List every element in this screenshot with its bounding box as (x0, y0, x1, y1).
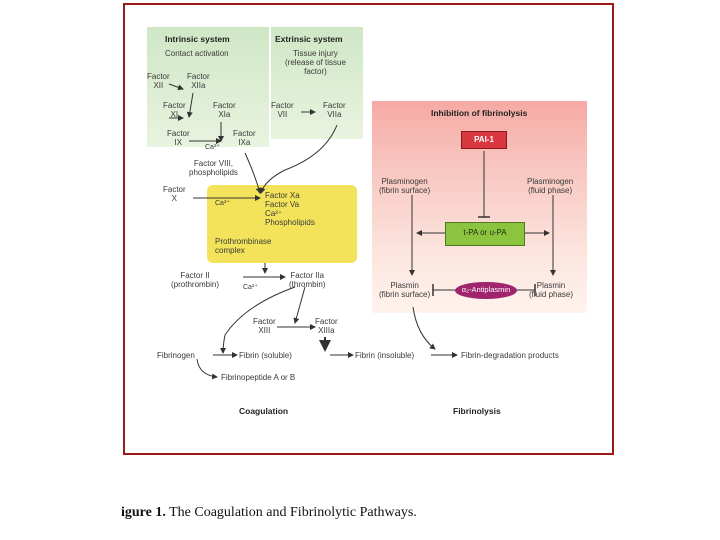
extrinsic-panel (271, 27, 363, 139)
plasmin-fluid-phase: Plasmin (fluid phase) (529, 281, 574, 299)
extrinsic-subtitle: Tissue injury (release of tissue factor) (285, 49, 346, 76)
caption-label: igure 1. (121, 505, 166, 520)
arrow-plasmin-degradation (412, 306, 436, 350)
factor-viia: Factor VIIa (323, 101, 346, 119)
arrow-fibrinogen-peptide (196, 358, 218, 380)
factor-xiiia: Factor XIIIa (315, 317, 338, 335)
factor-vii: Factor VII (271, 101, 294, 119)
intrinsic-panel (147, 27, 269, 147)
coagulation-label: Coagulation (239, 406, 289, 416)
fibrin-soluble: Fibrin (soluble) (239, 351, 292, 360)
plasminogen-fluid-phase: Plasminogen (fluid phase) (527, 177, 574, 195)
caption-text: The Coagulation and Fibrinolytic Pathway… (165, 505, 417, 520)
fibrinogen: Fibrinogen (157, 351, 195, 360)
arrow-iia-xiii (293, 286, 306, 324)
fibrinolysis-inhibition-title: Inhibition of fibrinolysis (431, 108, 528, 118)
arrow-viia-x (259, 124, 338, 194)
arrow-xiia-xi (186, 92, 194, 118)
factor-xiii: Factor XIII (253, 317, 276, 335)
factor-ii: Factor II (prothrombin) (171, 271, 220, 289)
plasminogen-fibrin-surface: Plasminogen (fibrin surface) (379, 177, 431, 195)
arrow-xii-xiia (168, 83, 184, 91)
complex-components: Factor Xa Factor Va Ca²⁺ Phospholipids (265, 191, 315, 227)
fibrinolysis-pill (425, 397, 535, 425)
factor-xi: Factor XI (163, 101, 186, 119)
factor-ix: Factor IX (167, 129, 190, 147)
pathway-arrows (168, 83, 556, 380)
figure-frame: Intrinsic system Contact activation Fact… (123, 3, 614, 455)
fibrin-degradation-products: Fibrin-degradation products (461, 351, 559, 360)
fibrinolysis-label: Fibrinolysis (453, 406, 501, 416)
figure-caption: igure 1. The Coagulation and Fibrinolyti… (121, 505, 417, 521)
alpha2-antiplasmin-oval: α₂-Antiplasmin (455, 282, 517, 299)
extrinsic-title: Extrinsic system (275, 34, 343, 44)
factor-xii: Factor XII (147, 72, 170, 90)
calcium-x: Ca²⁺ (215, 200, 230, 207)
calcium-ii: Ca²⁺ (243, 284, 258, 291)
factor-iia: Factor IIa (thrombin) (289, 271, 326, 289)
prothrombinase-label: Prothrombinase complex (215, 237, 272, 255)
factor-x: Factor X (163, 185, 186, 203)
factor-viii-phospholipids: Factor VIII, phospholipids (189, 159, 238, 177)
factor-ixa: Factor IXa (233, 129, 256, 147)
factor-xia: Factor XIa (213, 101, 236, 119)
pai-1-box: PAI-1 (461, 131, 507, 149)
fibrinopeptide: Fibrinopeptide A or B (221, 373, 296, 382)
coagulation-pill (205, 397, 325, 425)
factor-xiia: Factor XIIa (187, 72, 210, 90)
fibrin-insoluble: Fibrin (insoluble) (355, 351, 415, 360)
intrinsic-subtitle: Contact activation (165, 49, 229, 58)
intrinsic-title: Intrinsic system (165, 34, 230, 44)
arrow-ixa-x (244, 152, 262, 194)
plasmin-fibrin-surface: Plasmin (fibrin surface) (379, 281, 431, 299)
arrow-iia-fibrinogen (220, 286, 296, 354)
tpa-upa-box: t-PA or u-PA (445, 222, 525, 246)
calcium-ix: Ca²⁺ (205, 144, 220, 151)
